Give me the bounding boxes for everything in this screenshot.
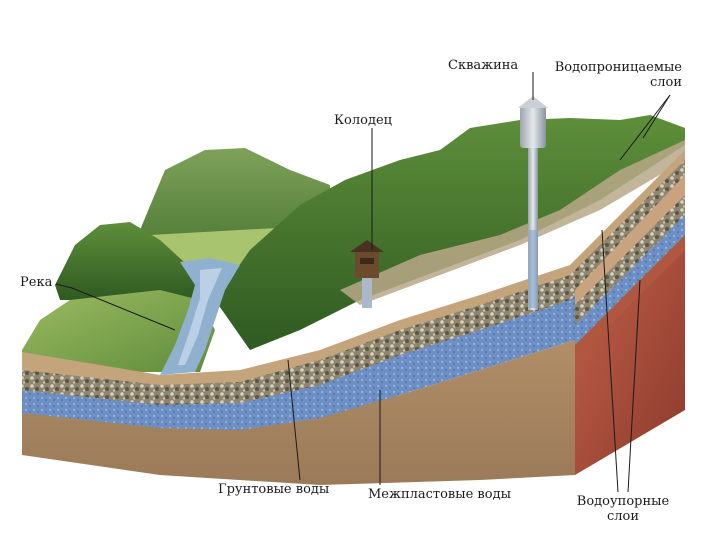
label-permeable-line2: слои xyxy=(540,75,682,90)
label-impermeable-layers: Водоупорные слои xyxy=(568,494,678,524)
label-dug-well: Колодец xyxy=(334,113,392,128)
label-river: Река xyxy=(20,275,52,290)
label-borehole: Скважина xyxy=(448,58,518,73)
label-impermeable-line2: слои xyxy=(568,509,678,524)
label-interstratal-water: Межпластовые воды xyxy=(368,487,511,502)
label-groundwater: Грунтовые воды xyxy=(218,482,329,497)
label-permeable-line1: Водопроницаемые xyxy=(540,60,682,75)
label-permeable-layers: Водопроницаемые слои xyxy=(540,60,682,90)
label-impermeable-line1: Водоупорные xyxy=(568,494,678,509)
